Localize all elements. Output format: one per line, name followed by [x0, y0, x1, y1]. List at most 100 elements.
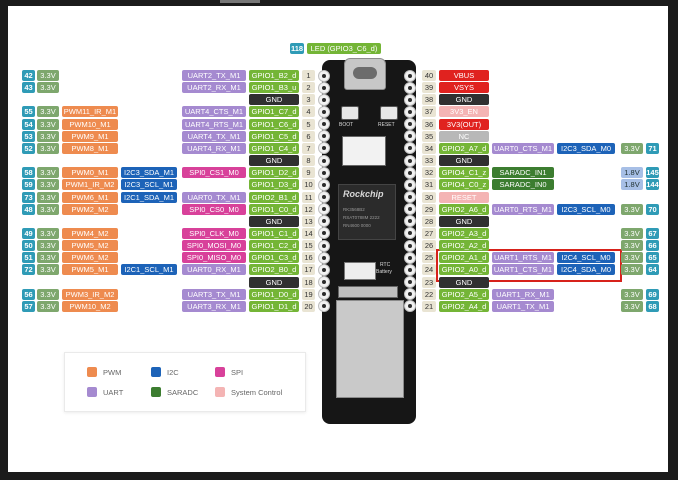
left-pin-number: 20 — [302, 300, 315, 312]
left-pin-number: 9 — [302, 167, 315, 179]
left-gpio-label: GPIO2_B0_d — [249, 264, 299, 276]
right-function-label: UART1_RTS_M1 — [492, 252, 554, 264]
left-i2c-label: I2C1_SCL_M1 — [121, 264, 177, 276]
left-pin-number: 6 — [302, 130, 315, 142]
right-pin-name: RESET — [439, 191, 489, 203]
left-pin-number: 2 — [302, 82, 315, 94]
left-pin-number: 7 — [302, 142, 315, 154]
right-gpio-number: 65 — [646, 252, 659, 264]
legend-saradc-label: SARADC — [167, 388, 199, 397]
left-function-label: SPI0_CS1_M0 — [182, 167, 246, 179]
left-header-pin — [318, 105, 330, 118]
right-header-pin — [404, 178, 416, 191]
right-pin-name: GPIO4_C1_z — [439, 167, 489, 179]
right-voltage-badge: 3.3V — [621, 300, 643, 312]
uart-legend-swatch — [87, 387, 97, 397]
left-pin-number: 18 — [302, 276, 315, 288]
left-voltage-badge: 3.3V — [37, 179, 59, 191]
left-pwm-label: PWM10_M2 — [62, 300, 118, 312]
led-gpio-number: 118 — [290, 43, 304, 54]
left-gpio-number: 50 — [22, 240, 35, 252]
right-pin-number: 38 — [422, 94, 436, 106]
left-pwm-label: PWM6_M2 — [62, 252, 118, 264]
left-function-label: SPI0_CLK_M0 — [182, 227, 246, 239]
left-header-pin — [318, 288, 330, 301]
left-gpio-label: GPIO1_C4_d — [249, 142, 299, 154]
right-voltage-badge: 1.8V — [621, 179, 643, 191]
left-voltage-badge: 3.3V — [37, 252, 59, 264]
right-pin-name: GND — [439, 276, 489, 288]
right-header-pin — [404, 191, 416, 203]
left-voltage-badge: 3.3V — [37, 118, 59, 130]
left-pin-number: 12 — [302, 203, 315, 215]
right-pin-number: 29 — [422, 203, 436, 215]
right-voltage-badge: 3.3V — [621, 142, 643, 154]
right-header-pin — [404, 93, 416, 106]
left-gnd-label: GND — [249, 155, 299, 167]
right-pin-name: GND — [439, 155, 489, 167]
left-pin-number: 15 — [302, 240, 315, 252]
right-header-pin — [404, 154, 416, 167]
right-pin-number: 28 — [422, 215, 436, 227]
left-gpio-number: 48 — [22, 203, 35, 215]
left-gpio-label: GPIO1_C1_d — [249, 227, 299, 239]
left-pin-number: 13 — [302, 215, 315, 227]
ethernet-port — [336, 300, 404, 398]
left-header-pin — [318, 215, 330, 228]
system-control-legend-swatch — [215, 387, 225, 397]
right-gpio-number: 69 — [646, 288, 659, 300]
right-header-pin — [404, 263, 416, 276]
right-header-pin — [404, 105, 416, 118]
left-pin-number: 10 — [302, 179, 315, 191]
right-voltage-badge: 3.3V — [621, 240, 643, 252]
right-gpio-number: 64 — [646, 264, 659, 276]
left-voltage-badge: 3.3V — [37, 300, 59, 312]
right-header-pin — [404, 142, 416, 155]
right-pin-name: GPIO2_A3_d — [439, 227, 489, 239]
pwm-legend-swatch — [87, 367, 97, 377]
left-pwm-label: PWM0_M1 — [62, 167, 118, 179]
legend-system-control-label: System Control — [231, 388, 283, 397]
right-voltage-badge: 3.3V — [621, 252, 643, 264]
left-gpio-number: 59 — [22, 179, 35, 191]
right-header-pin — [404, 69, 416, 82]
right-voltage-badge: 3.3V — [621, 227, 643, 239]
left-gnd-label: GND — [249, 215, 299, 227]
left-i2c-label: I2C3_SCL_M1 — [121, 179, 177, 191]
right-pin-name: GPIO2_A7_d — [439, 142, 489, 154]
boot-button — [341, 106, 359, 120]
saradc-legend-swatch — [151, 387, 161, 397]
right-i2c-label: I2C4_SCL_M0 — [557, 252, 615, 264]
right-function-label: UART1_TX_M1 — [492, 300, 554, 312]
reset-label: RESET — [378, 122, 395, 128]
left-gpio-label: GPIO1_C0_d — [249, 203, 299, 215]
left-header-pin — [318, 118, 330, 131]
chip-brand: Rockchip — [343, 189, 384, 199]
right-gpio-number: 66 — [646, 240, 659, 252]
spi-legend-swatch — [215, 367, 225, 377]
right-pin-number: 35 — [422, 130, 436, 142]
left-header-pin — [318, 276, 330, 289]
left-function-label: UART2_TX_M1 — [182, 70, 246, 81]
battery-connector — [344, 262, 376, 280]
right-pin-number: 30 — [422, 191, 436, 203]
left-header-pin — [318, 93, 330, 106]
right-header-pin — [404, 251, 416, 264]
left-voltage-badge: 3.3V — [37, 203, 59, 215]
left-voltage-badge: 3.3V — [37, 106, 59, 118]
right-i2c-label: I2C3_SCL_M0 — [557, 203, 615, 215]
left-voltage-badge: 3.3V — [37, 167, 59, 179]
left-pwm-label: PWM4_M2 — [62, 227, 118, 239]
chip-line: RSAT0788M 2222 — [343, 215, 380, 220]
left-header-pin — [318, 154, 330, 167]
left-pin-number: 1 — [302, 70, 315, 81]
chip-line: RK3568B2 — [343, 207, 365, 212]
left-header-pin — [318, 203, 330, 216]
right-header-pin — [404, 227, 416, 240]
left-header-pin — [318, 69, 330, 82]
right-i2c-label: I2C4_SDA_M0 — [557, 264, 615, 276]
right-pin-name: VSYS — [439, 82, 489, 94]
right-header-pin — [404, 81, 416, 94]
right-header-pin — [404, 203, 416, 216]
right-pin-number: 40 — [422, 70, 436, 81]
